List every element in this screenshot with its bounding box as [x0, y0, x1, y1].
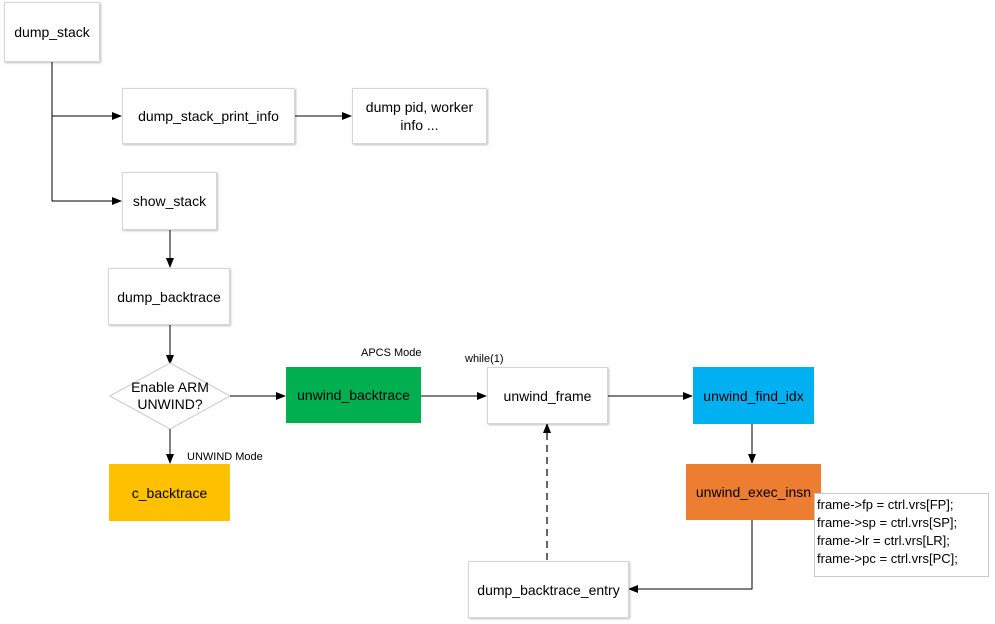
node-unwind-backtrace-label: unwind_backtrace [297, 387, 410, 403]
node-c-backtrace-label: c_backtrace [131, 484, 208, 501]
node-unwind-exec-insn-label: unwind_exec_insn [695, 484, 812, 500]
node-unwind-frame: unwind_frame [487, 367, 608, 424]
register-note: frame->fp = ctrl.vrs[FP]; frame->sp = ct… [814, 493, 989, 577]
node-unwind-exec-insn: unwind_exec_insn [686, 464, 821, 520]
note-line-fp: frame->fp = ctrl.vrs[FP]; [817, 497, 954, 512]
node-dump-pid-line1: dump pid, worker [365, 99, 474, 115]
decision-line2: UNWIND? [137, 396, 203, 412]
node-dump-backtrace-entry-label: dump_backtrace_entry [477, 581, 620, 598]
node-dump-stack-print-info-label: dump_stack_print_info [138, 108, 279, 124]
node-c-backtrace: c_backtrace [109, 464, 230, 521]
note-line-pc: frame->pc = ctrl.vrs[PC]; [817, 551, 958, 566]
edge-to-dump-backtrace-entry [628, 520, 753, 593]
node-dump-pid-line2: info ... [400, 117, 439, 133]
node-dump-stack-label: dump_stack [14, 24, 90, 40]
node-dump-backtrace: dump_backtrace [108, 268, 230, 325]
node-unwind-frame-label: unwind_frame [503, 387, 592, 404]
decision-text: Enable ARM UNWIND? [110, 379, 230, 413]
node-dump-stack: dump_stack [4, 2, 100, 62]
note-line-lr: frame->lr = ctrl.vrs[LR]; [817, 533, 950, 548]
node-show-stack-label: show_stack [132, 193, 207, 209]
node-dump-backtrace-entry: dump_backtrace_entry [468, 561, 629, 618]
node-unwind-backtrace: unwind_backtrace [286, 367, 421, 423]
node-unwind-find-idx: unwind_find_idx [693, 367, 814, 424]
note-line-sp: frame->sp = ctrl.vrs[SP]; [817, 515, 958, 530]
decision-line1: Enable ARM [131, 379, 209, 395]
label-apcs-mode: APCS Mode [361, 347, 422, 359]
node-dump-stack-print-info: dump_stack_print_info [122, 88, 295, 144]
node-show-stack: show_stack [122, 172, 217, 230]
label-while-loop: while(1) [465, 353, 504, 365]
node-dump-backtrace-label: dump_backtrace [117, 288, 221, 305]
node-dump-pid: dump pid, worker info ... [352, 88, 487, 144]
label-unwind-mode: UNWIND Mode [187, 451, 263, 463]
node-unwind-find-idx-label: unwind_find_idx [703, 387, 804, 404]
